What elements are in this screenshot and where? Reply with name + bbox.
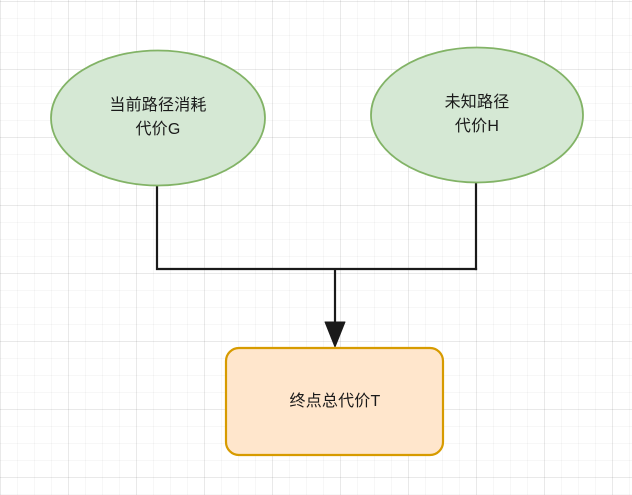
- arrowhead-icon: [324, 321, 346, 348]
- edge-g-to-junction: [155, 184, 478, 271]
- node-g-shape[interactable]: [50, 49, 266, 187]
- node-h-shape[interactable]: [370, 46, 584, 184]
- node-t-shape[interactable]: [224, 346, 445, 457]
